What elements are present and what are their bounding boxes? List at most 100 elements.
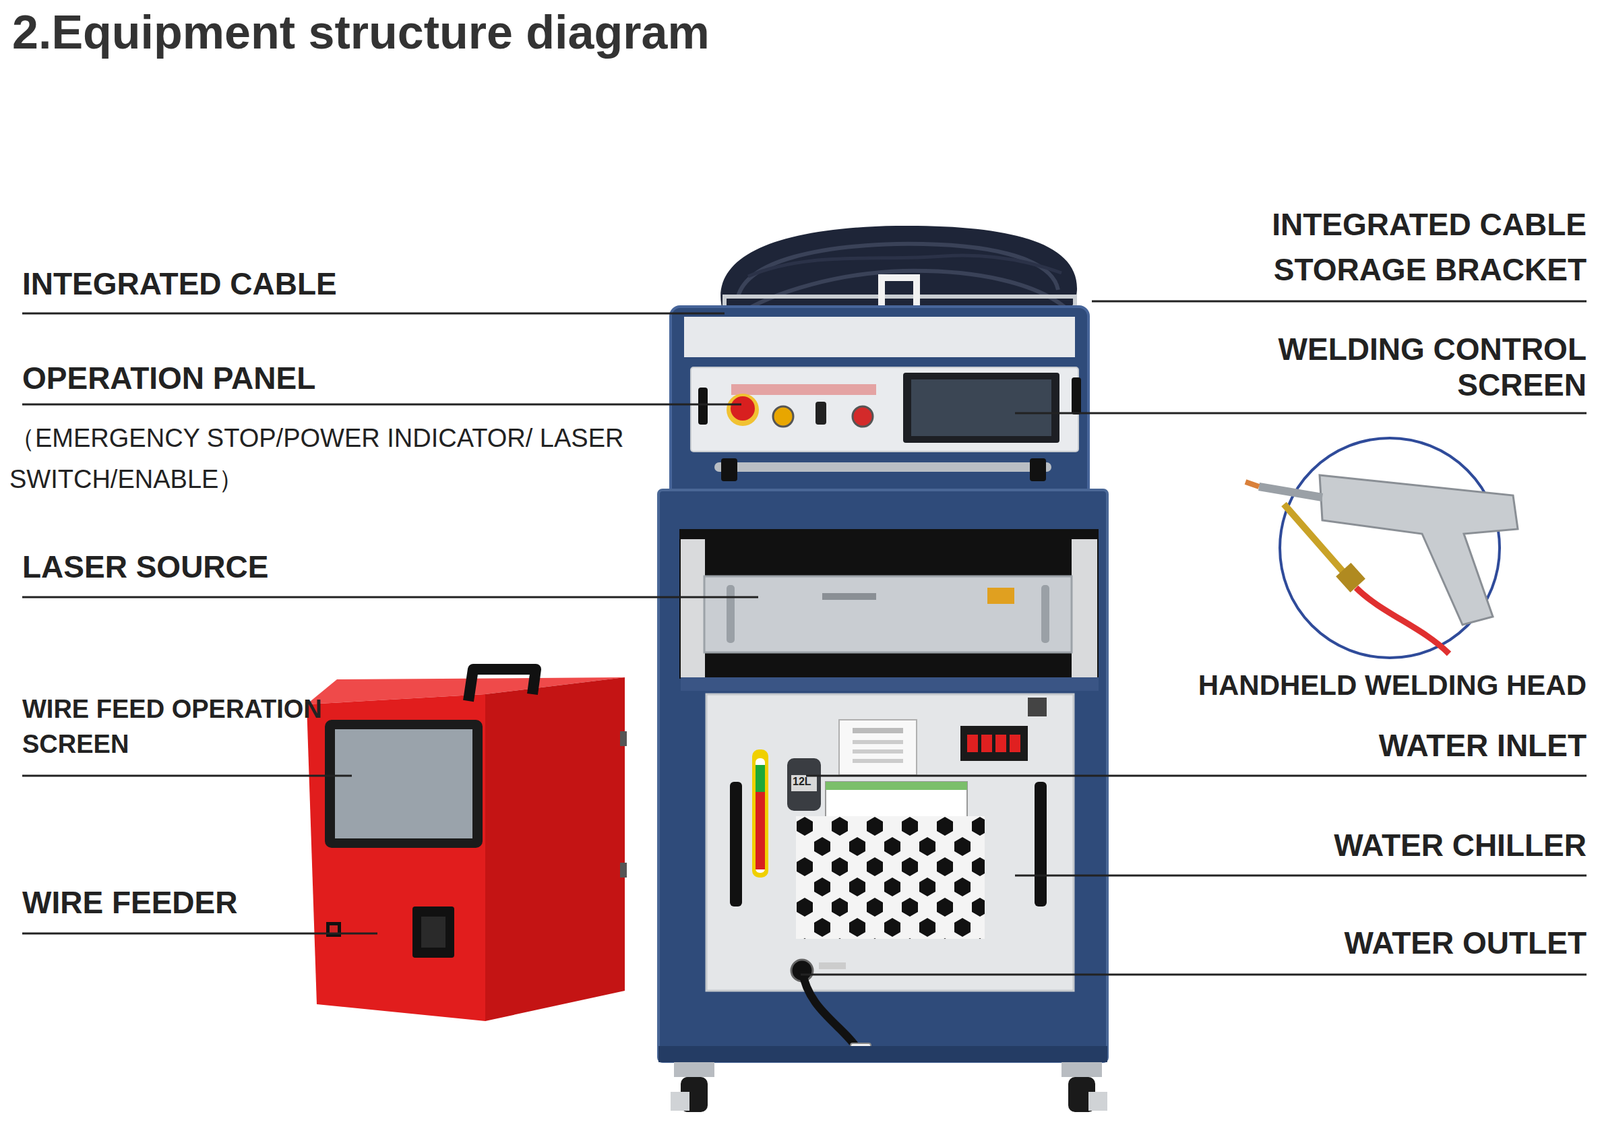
- welding-head-inset: [1245, 438, 1518, 658]
- wire-feeder-part: [468, 669, 536, 701]
- wire-feeder-part: [620, 731, 627, 747]
- part-label: WATER INLET: [1378, 727, 1587, 764]
- top-housing-part: [1029, 458, 1046, 482]
- part-description: （EMERGENCY STOP/POWER INDICATOR/ LASER S…: [9, 417, 637, 501]
- top-housing-part: [690, 367, 1079, 452]
- water-chiller-part: [960, 725, 1028, 761]
- water-chiller-part: [825, 781, 968, 819]
- part-label: HANDHELD WELDING HEAD: [1198, 669, 1587, 702]
- water-chiller-part: [795, 816, 985, 939]
- water-chiller-part: [755, 791, 765, 870]
- top-housing-part: [1071, 377, 1082, 415]
- welding-head-inset-part: [1258, 486, 1323, 498]
- leader-lines-part: [800, 973, 1587, 976]
- leader-lines-part: [806, 775, 1587, 778]
- caster-wheels-part: [670, 1091, 690, 1111]
- welding-head-inset-part: [1245, 481, 1259, 487]
- tank-capacity-label: 12L: [792, 775, 812, 788]
- part-label: WELDING CONTROL SCREEN: [1195, 331, 1587, 404]
- leader-lines-part: [22, 403, 742, 406]
- leader-lines-part: [22, 775, 352, 778]
- water-chiller-part: [839, 719, 917, 776]
- wire-feeder: [306, 669, 627, 1022]
- laser-source-module-part: [704, 576, 1072, 653]
- welding-head-inset-part: [1356, 587, 1450, 654]
- water-chiller-part: [752, 749, 769, 878]
- water-chiller-part: [967, 734, 978, 753]
- caster-wheels-part: [658, 1045, 1108, 1063]
- water-chiller-part: [1034, 781, 1047, 907]
- water-chiller-part: [706, 694, 1074, 991]
- leader-lines-part: [1014, 874, 1587, 877]
- integrated-cable-part: [748, 255, 1062, 277]
- top-housing: [670, 306, 1089, 499]
- laser-source-module-part: [726, 585, 735, 643]
- water-chiller-part: [802, 970, 860, 1052]
- water-chiller-part: [852, 749, 904, 754]
- wire-feeder-part: [412, 906, 455, 958]
- laser-source-module-part: [987, 587, 1015, 604]
- caster-wheels-part: [673, 1062, 715, 1078]
- part-label: WATER OUTLET: [1344, 925, 1587, 962]
- wire-feeder-part: [620, 862, 627, 878]
- leader-lines-part: [22, 932, 378, 935]
- top-housing-part: [730, 396, 755, 421]
- water-chiller-part: [791, 775, 817, 792]
- water-chiller-part: [795, 816, 985, 939]
- top-housing-part: [815, 401, 827, 425]
- laser-source-module: [704, 576, 1072, 653]
- wire-feeder-part: [324, 719, 483, 848]
- wire-feeder-part: [421, 916, 446, 948]
- cabinet-part: [679, 529, 1099, 679]
- wire-feeder-part: [485, 677, 625, 1022]
- part-label: LASER SOURCE: [22, 549, 269, 586]
- caster-wheels-part: [1061, 1062, 1102, 1078]
- welding-head-inset-part: [1319, 475, 1518, 625]
- part-label: WATER CHILLER: [1333, 827, 1587, 864]
- top-housing-part: [726, 393, 759, 426]
- wire-feeder-part: [329, 925, 338, 934]
- top-housing-part: [911, 379, 1052, 437]
- water-chiller-part: [852, 727, 904, 734]
- top-housing-part: [773, 406, 794, 427]
- top-housing-part: [721, 458, 738, 482]
- leader-lines-part: [1014, 412, 1587, 415]
- wire-feeder-part: [334, 729, 473, 839]
- leader-lines-part: [1091, 300, 1587, 303]
- part-label: INTEGRATED CABLE: [22, 266, 337, 302]
- water-chiller-part: [1027, 697, 1047, 717]
- cabinet-part: [1071, 539, 1098, 678]
- part-label: OPERATION PANEL: [22, 360, 316, 397]
- wire-feeder-part: [306, 694, 486, 1022]
- water-chiller-part: [981, 734, 993, 753]
- leader-lines-part: [22, 312, 725, 315]
- water-chiller-part: [995, 734, 1007, 753]
- top-housing-part: [714, 462, 1052, 472]
- part-label: WIRE FEEDER: [22, 884, 238, 921]
- water-chiller-part: [755, 764, 765, 792]
- wire-feeder-part: [326, 921, 342, 937]
- water-chiller-part: [825, 781, 968, 790]
- top-housing-part: [731, 384, 877, 395]
- water-chiller-part: [1009, 734, 1021, 753]
- cabinet-part: [680, 677, 1099, 691]
- cabinet-part: [680, 539, 705, 678]
- water-chiller-part: [787, 758, 821, 811]
- water-chiller-part: [755, 758, 765, 873]
- leader-lines-part: [22, 596, 759, 599]
- top-housing-part: [903, 372, 1060, 443]
- leader-lines: [22, 301, 1587, 975]
- caster-wheels-part: [1088, 1091, 1108, 1111]
- part-label: WIRE FEED OPERATION SCREEN: [22, 691, 360, 762]
- laser-source-module-part: [1041, 585, 1050, 643]
- top-housing-part: [852, 406, 873, 427]
- top-housing-part: [698, 387, 708, 425]
- water-chiller-part: [818, 962, 846, 970]
- welding-head-inset-part: [1335, 562, 1366, 593]
- top-housing-part: [670, 306, 1089, 499]
- top-housing-part: [684, 316, 1075, 358]
- water-chiller-part: [852, 740, 904, 745]
- diagram-title: 2.Equipment structure diagram: [12, 5, 710, 60]
- laser-source-module-part: [822, 593, 877, 600]
- caster-wheels: [658, 1045, 1108, 1113]
